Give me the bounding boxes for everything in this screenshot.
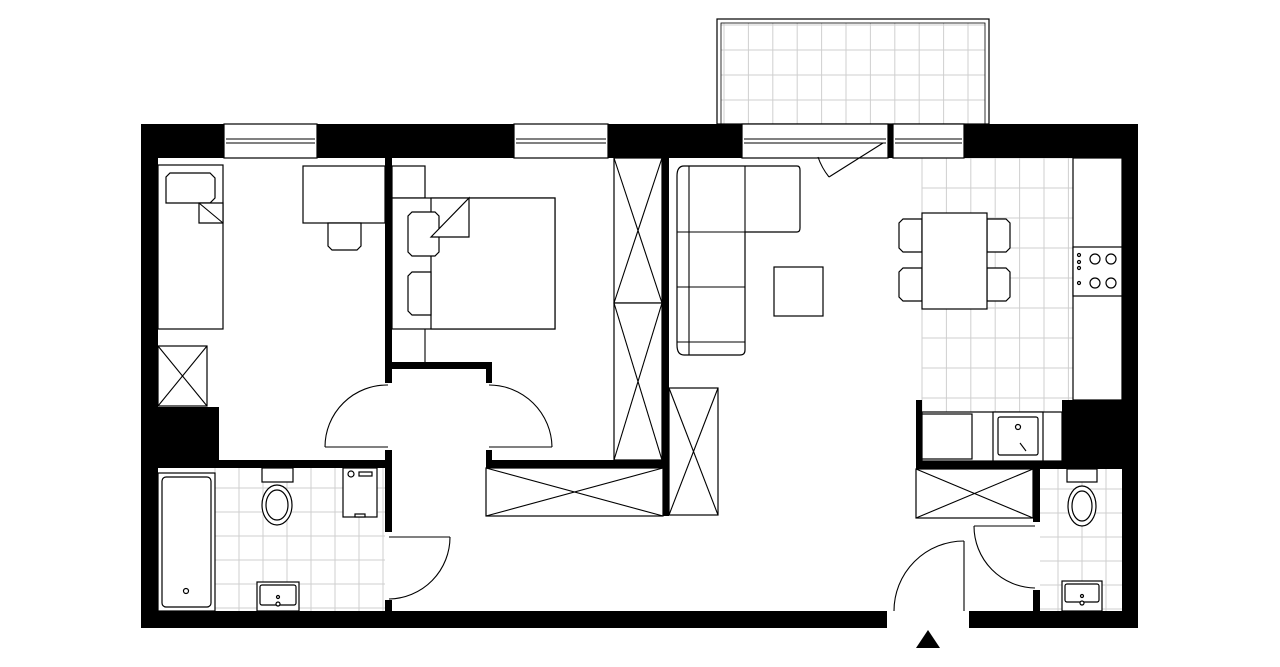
- door-wc: [973, 525, 1036, 589]
- hallway-furniture: [485, 387, 1034, 519]
- balcony-tiles: [721, 23, 985, 124]
- kitchen-sink-icon: [992, 411, 1044, 462]
- bedroom-2-furniture: [391, 157, 663, 461]
- desk-chair: [327, 222, 362, 251]
- entrance-door: [893, 540, 965, 612]
- bathroom-sink-icon: [256, 581, 300, 612]
- wardrobe-bedroom-2: [613, 157, 663, 461]
- wc-fixtures: [1061, 468, 1103, 612]
- living-closet: [668, 387, 719, 516]
- window-bedroom-1: [223, 123, 318, 159]
- shelf: [391, 165, 426, 199]
- entrance-marker-icon: [916, 630, 940, 648]
- door-bedroom-2: [488, 384, 553, 448]
- coffee-table: [773, 266, 824, 317]
- kitchen-furniture: [921, 157, 1123, 462]
- fridge: [921, 413, 973, 460]
- wc-toilet-icon: [1066, 468, 1098, 527]
- hallway-closet-2: [915, 468, 1034, 519]
- double-bed: [391, 196, 556, 330]
- dining-table: [921, 212, 988, 310]
- walls: [141, 124, 1138, 628]
- toilet-icon: [261, 467, 294, 526]
- bathroom-fixtures: [157, 467, 378, 612]
- bedroom-1-furniture: [157, 164, 386, 407]
- windows: [223, 123, 965, 159]
- single-bed: [157, 164, 224, 330]
- washing-machine-icon: [342, 467, 378, 518]
- bathtub-icon: [157, 472, 216, 612]
- living-room-furniture: [676, 165, 1011, 356]
- wardrobe-small: [157, 345, 208, 407]
- wc-sink-icon: [1061, 580, 1103, 612]
- door-bedroom-1: [324, 384, 389, 448]
- balcony: [716, 18, 990, 125]
- doors: [324, 142, 1036, 648]
- window-bedroom-2: [513, 123, 609, 159]
- window-kitchen: [892, 123, 965, 159]
- balcony-door-frame: [741, 123, 889, 159]
- desk: [302, 165, 386, 224]
- dining-set: [898, 212, 1011, 310]
- stove-icon: [1072, 246, 1123, 297]
- corner-sofa: [676, 165, 801, 356]
- hallway-closet: [485, 467, 664, 517]
- door-bathroom: [388, 536, 451, 600]
- balcony-door: [817, 142, 884, 178]
